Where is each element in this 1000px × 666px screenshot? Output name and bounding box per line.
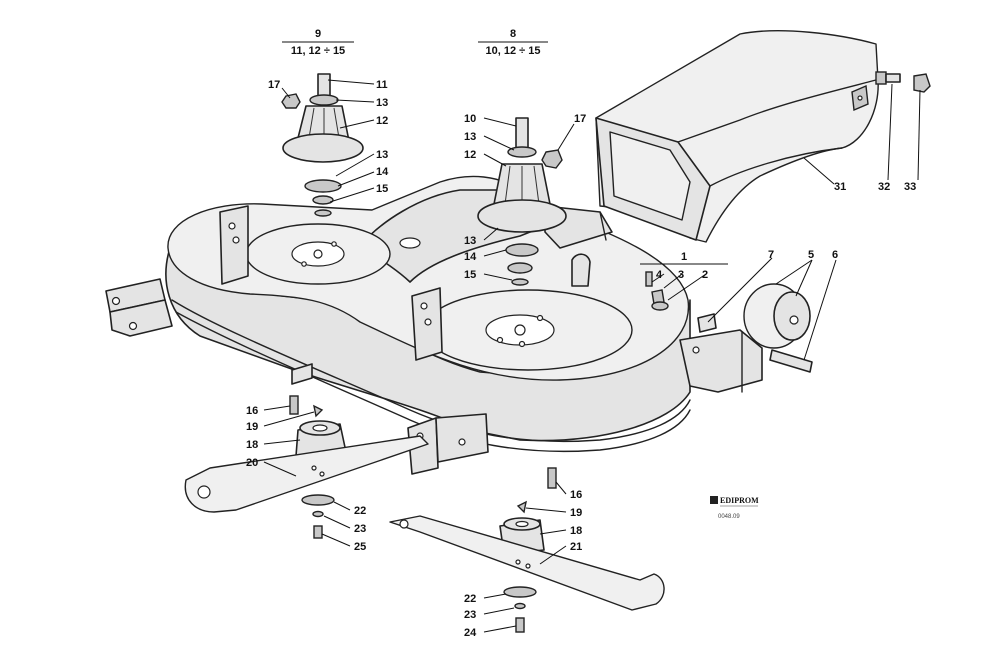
- drawing-code: 0048.09: [718, 514, 740, 520]
- callout-17: 17: [574, 113, 586, 125]
- callout-31: 31: [834, 181, 846, 193]
- group-1-number: 1: [681, 251, 687, 263]
- callout-15: 15: [376, 183, 388, 195]
- callout-33: 33: [904, 181, 916, 193]
- callout-22: 22: [354, 505, 366, 517]
- bolt-16-right: [547, 467, 557, 489]
- group-label-9: 9 11, 12 ÷ 15: [282, 28, 354, 57]
- callout-4: 4: [656, 269, 663, 281]
- callout-17: 17: [268, 79, 280, 91]
- callouts: 11 13 12 13 14 15 17 10 13 12 13 14 15 1…: [246, 79, 916, 639]
- callout-15: 15: [464, 269, 476, 281]
- callout-3: 3: [678, 269, 684, 281]
- callout-24: 24: [464, 627, 477, 639]
- group-9-range: 11, 12 ÷ 15: [291, 45, 345, 57]
- blade-20: [184, 435, 429, 513]
- callout-32: 32: [878, 181, 890, 193]
- bolt-32: [875, 71, 901, 85]
- callout-5: 5: [808, 249, 814, 261]
- leader-lines: [263, 79, 921, 633]
- callout-16: 16: [570, 489, 582, 501]
- callout-14: 14: [376, 166, 389, 178]
- callout-13: 13: [376, 149, 388, 161]
- logo-mark-icon: [710, 496, 718, 504]
- callout-2: 2: [702, 269, 708, 281]
- blade-assembly-left: [184, 395, 429, 539]
- callout-11: 11: [376, 79, 388, 91]
- callout-14: 14: [464, 251, 477, 263]
- group-8-range: 10, 12 ÷ 15: [486, 45, 541, 57]
- mower-deck: [105, 175, 763, 475]
- callout-12: 12: [464, 149, 476, 161]
- callout-13: 13: [464, 131, 476, 143]
- callout-7: 7: [768, 249, 774, 261]
- group-label-1: 1: [640, 251, 728, 265]
- callout-22: 22: [464, 593, 476, 605]
- clip-33: [913, 73, 931, 93]
- callout-21: 21: [570, 541, 582, 553]
- callout-19: 19: [246, 421, 258, 433]
- callout-20: 20: [246, 457, 258, 469]
- callout-18: 18: [570, 525, 582, 537]
- group-8-number: 8: [510, 28, 516, 40]
- nut-17-right: [541, 149, 563, 169]
- discharge-chute: [595, 30, 931, 243]
- nut-17-left: [281, 93, 301, 109]
- adjuster-parts: [645, 271, 669, 311]
- callout-23: 23: [354, 523, 366, 535]
- shaft-6: [769, 349, 813, 373]
- callout-12: 12: [376, 115, 388, 127]
- wheel-and-shaft: [743, 283, 813, 373]
- bolt-16-left: [289, 395, 299, 415]
- callout-13: 13: [464, 235, 476, 247]
- callout-16: 16: [246, 405, 258, 417]
- callout-13: 13: [376, 97, 388, 109]
- logo-brand: EDIPROM: [720, 496, 759, 505]
- spindle-assembly-right: [477, 117, 567, 286]
- callout-23: 23: [464, 609, 476, 621]
- callout-18: 18: [246, 439, 258, 451]
- blade-21: [389, 515, 665, 611]
- callout-25: 25: [354, 541, 366, 553]
- callout-6: 6: [832, 249, 838, 261]
- callout-19: 19: [570, 507, 582, 519]
- spindle-assembly-left: [281, 73, 364, 217]
- group-9-number: 9: [315, 28, 321, 40]
- callout-10: 10: [464, 113, 476, 125]
- ediprom-logo: EDIPROM 0048.09: [710, 496, 759, 520]
- group-label-8: 8 10, 12 ÷ 15: [478, 28, 548, 57]
- blade-assembly-right: [389, 467, 665, 633]
